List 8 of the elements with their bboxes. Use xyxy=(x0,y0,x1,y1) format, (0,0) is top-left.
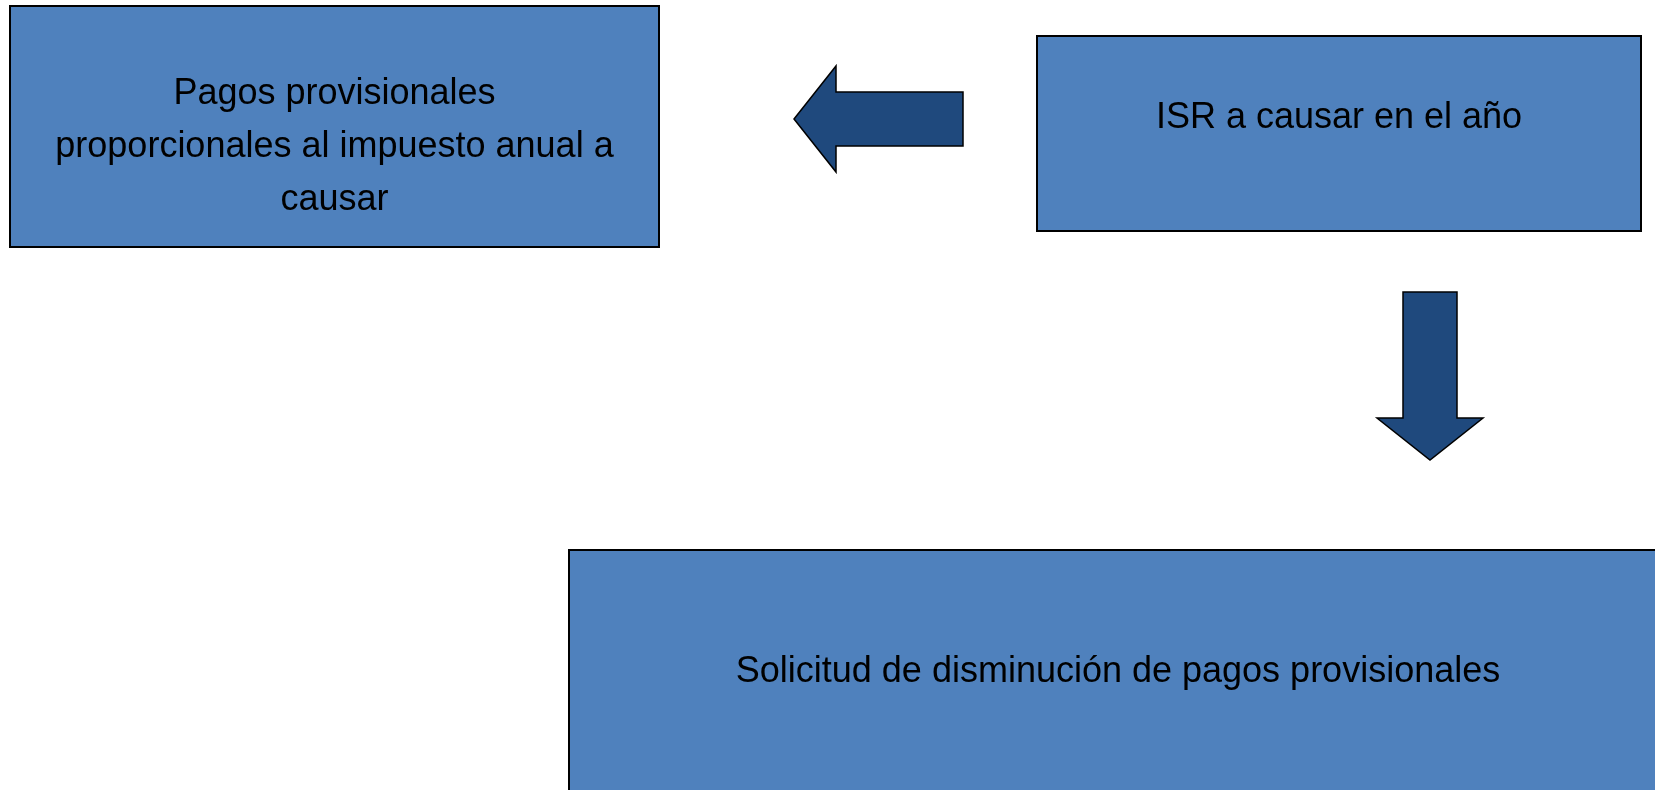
box-text: Solicitud de disminución de pagos provisionales xyxy=(735,648,1501,692)
process-box xyxy=(9,5,660,248)
process-box xyxy=(1036,35,1642,232)
box-text: ISR a causar en el año xyxy=(1155,94,1523,138)
box-text: Pagos provisionales proporcionales al impuesto anual a causar xyxy=(54,70,615,220)
block-arrow xyxy=(1374,291,1486,461)
block-arrow xyxy=(793,63,964,175)
process-box xyxy=(568,549,1655,790)
